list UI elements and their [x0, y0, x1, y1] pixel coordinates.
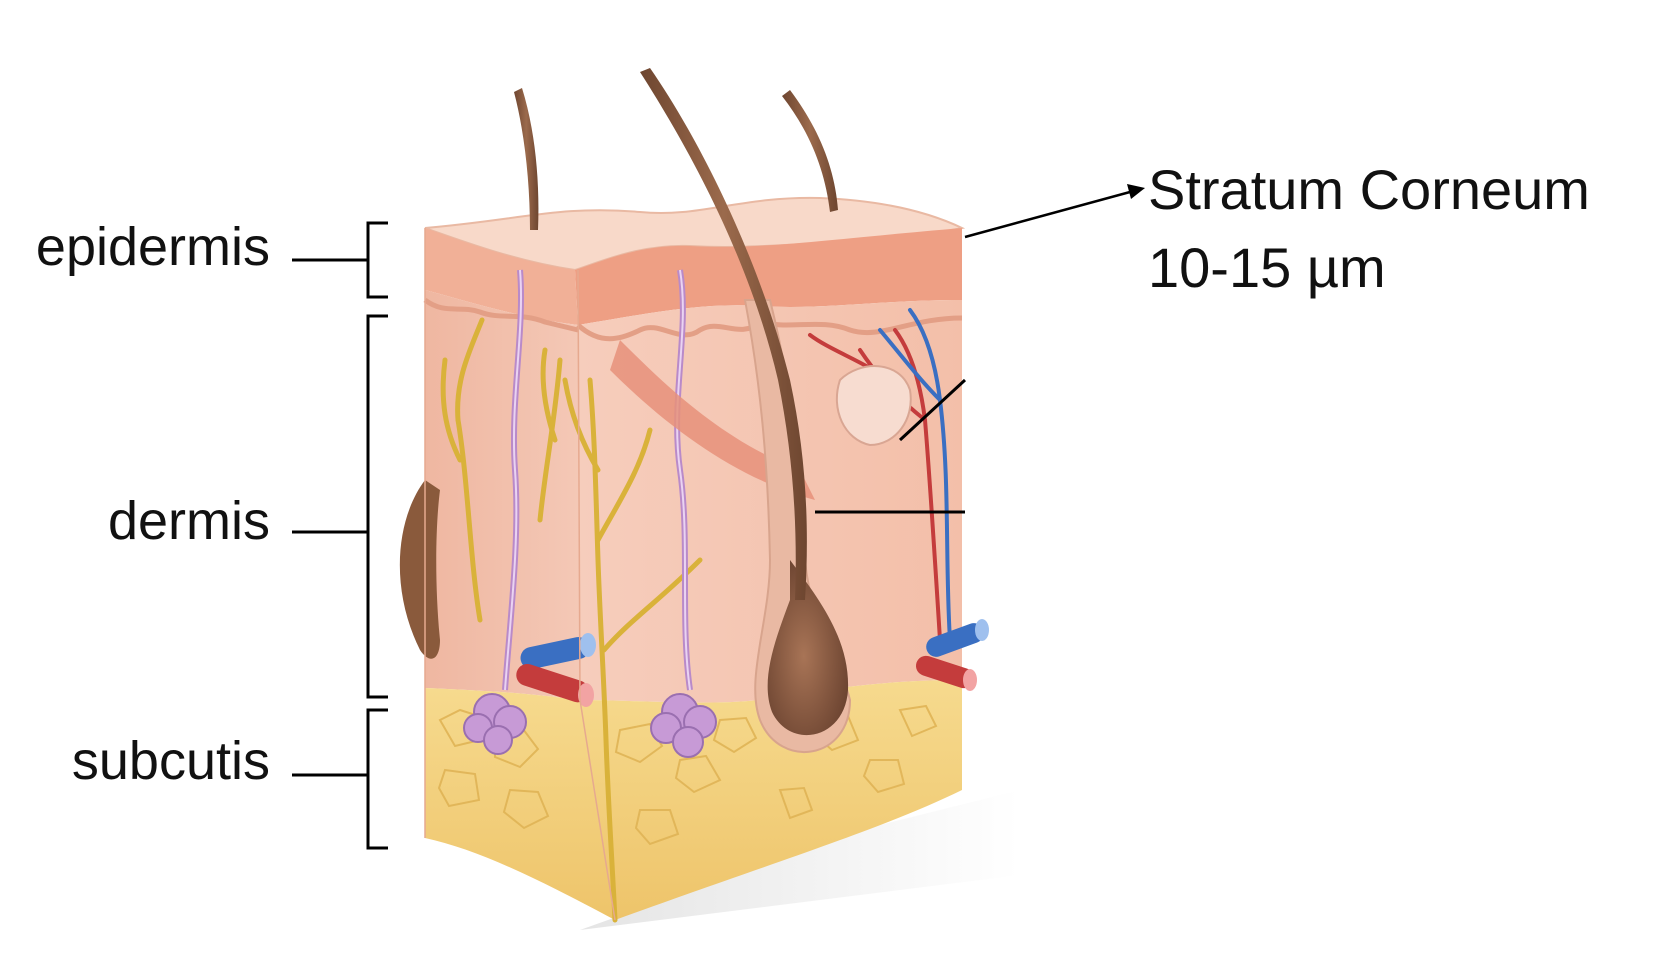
stratum-corneum-arrow [965, 192, 1130, 237]
epidermis-label: epidermis [0, 216, 270, 278]
dermis-bracket [368, 316, 388, 697]
hair-shaft-right [782, 90, 838, 212]
subcutis-bracket [368, 710, 388, 848]
arrow-head-icon [1127, 184, 1145, 199]
hair-shaft-left [514, 88, 538, 230]
stratum-corneum-thickness: 10-15 µm [1148, 235, 1386, 300]
subcutis-label: subcutis [0, 730, 270, 792]
epidermis-bracket [368, 223, 388, 297]
dermis-left-face [425, 290, 580, 700]
hair-follicle-side [400, 480, 440, 659]
dermis-label: dermis [0, 490, 270, 552]
layer-brackets [292, 223, 388, 848]
stratum-corneum-label: Stratum Corneum [1148, 157, 1590, 222]
